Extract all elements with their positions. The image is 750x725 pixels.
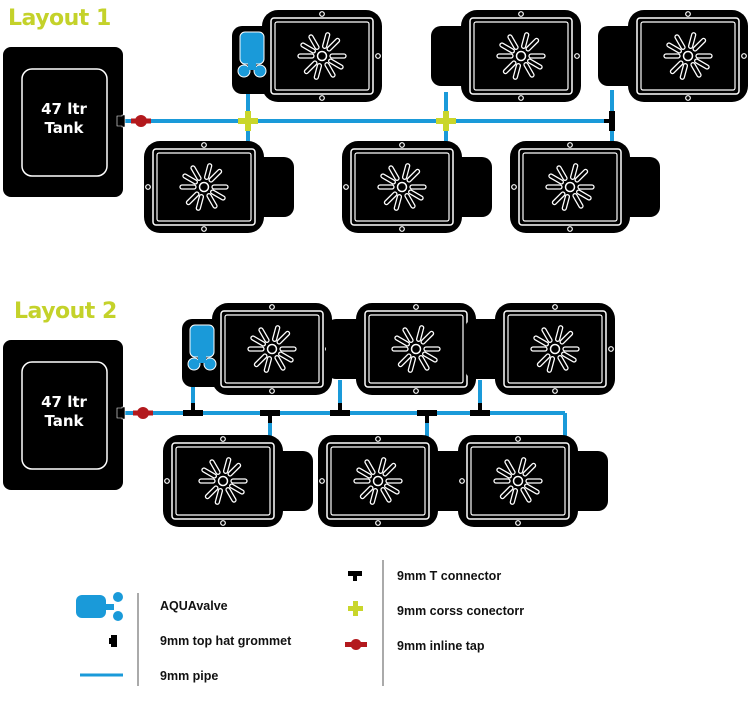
pot [458,435,608,527]
tank-inner-outline [21,361,108,470]
tank-inner-outline [21,68,108,177]
legend-label-grommet: 9mm top hat grommet [160,634,292,648]
pot-icon [163,435,313,527]
pot [163,435,313,527]
pot-aquavalve-icon [182,303,332,395]
t-connector-icon [260,410,280,423]
pot-with-aquavalve [182,303,332,395]
t-connector-icon [470,403,490,416]
legend-label-inline-tap: 9mm inline tap [397,639,485,653]
pot-icon [342,141,492,233]
pot [144,141,294,233]
tank-body [3,47,123,197]
legend-label-aquavalve: AQUAvalve [160,599,228,613]
legend-label-t-connector: 9mm T connector [397,569,501,583]
pot [431,10,581,102]
pot [598,10,748,102]
top-hat-grommet-brim [109,638,111,644]
aquavalve-icon [76,592,123,621]
inline-tap-icon [133,407,153,419]
pot-with-aquavalve [232,10,382,102]
legend: AQUAvalve 9mm top hat grommet 9mm pipe 9mm … [76,560,524,686]
layout-2-title: Layout 2 [14,299,117,324]
t-connector-icon [330,403,350,416]
pot-icon [326,303,476,395]
pot [342,141,492,233]
legend-label-pipe: 9mm pipe [160,669,218,683]
pot [465,303,615,395]
pot-icon [598,10,748,102]
t-connector-icon [348,571,362,581]
pot [510,141,660,233]
pot [326,303,476,395]
t-connector-icon [417,410,437,423]
pot-icon [465,303,615,395]
cross-connector-icon [348,601,363,616]
tank-label-line2: Tank [44,119,84,137]
pot-icon [458,435,608,527]
layout-1-title: Layout 1 [8,6,111,31]
pot-icon [318,435,468,527]
cross-connector-icon [238,111,258,131]
inline-tap-icon [345,639,367,650]
t-connector-icon [183,403,203,416]
pot-aquavalve-icon [232,10,382,102]
inline-tap-icon [131,115,151,127]
tank-label-line1: 47 ltr [41,393,87,411]
pot-icon [510,141,660,233]
legend-label-cross-connector: 9mm corss conectorr [397,604,524,618]
t-connector-icon [604,111,615,131]
cross-connector-icon [436,111,456,131]
tank-label-line2: Tank [44,412,84,430]
pot-icon [431,10,581,102]
top-hat-grommet-icon [111,635,117,647]
top-hat-grommet-icon [116,406,126,420]
tank-body [3,340,123,490]
tank-label-line1: 47 ltr [41,100,87,118]
top-hat-grommet-icon [116,114,126,128]
pot [318,435,468,527]
pot-icon [144,141,294,233]
